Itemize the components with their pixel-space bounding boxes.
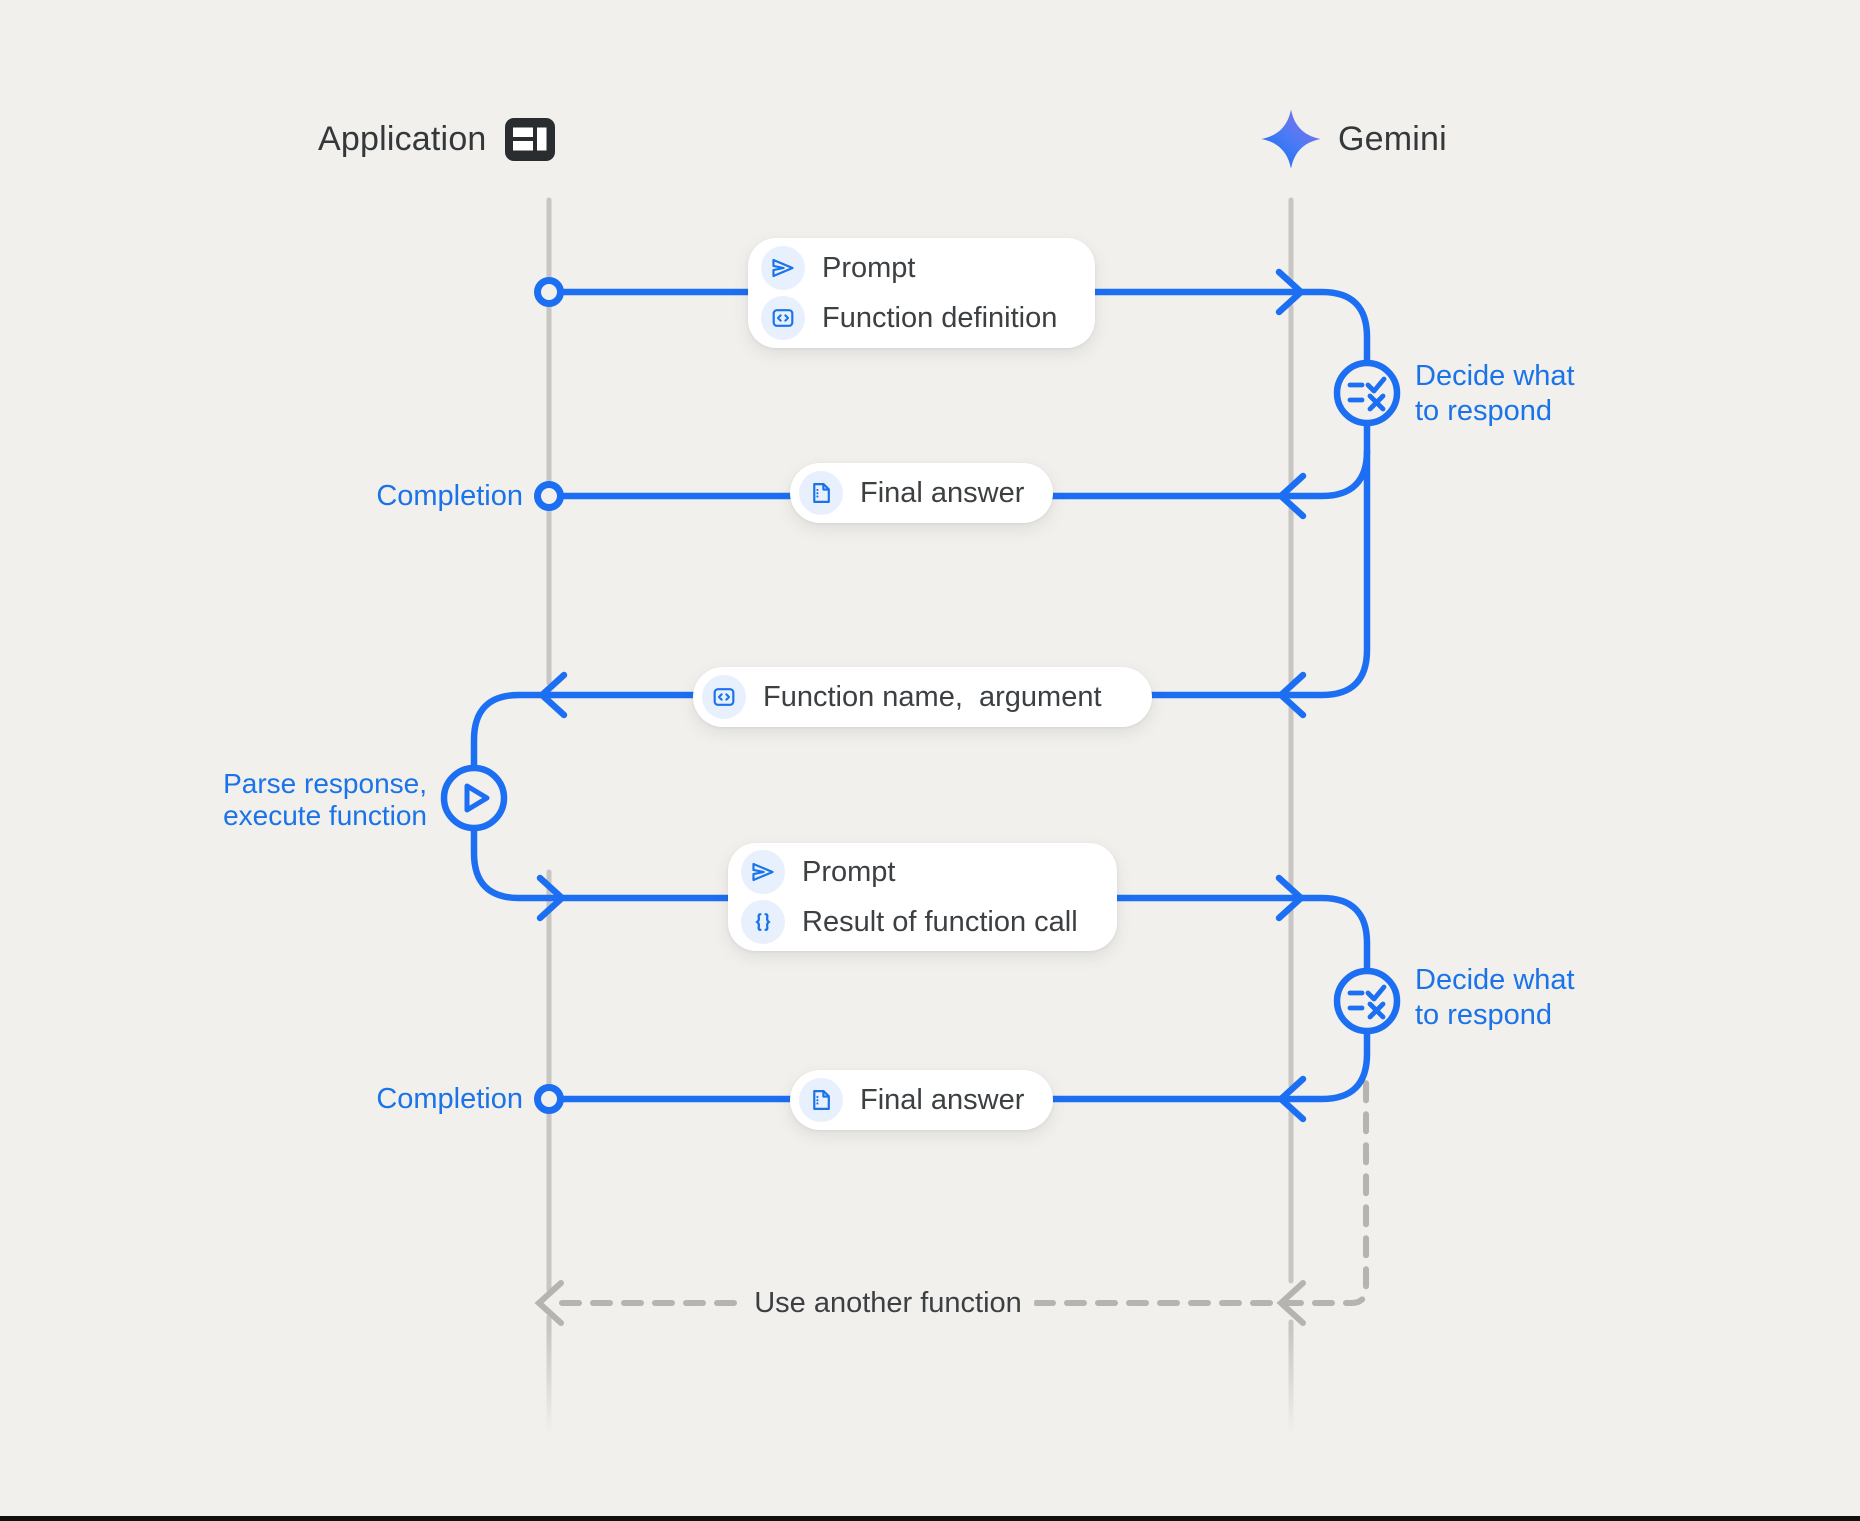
gemini-title: Gemini [1338,119,1447,158]
application-title: Application [318,120,487,158]
arrow-right-row4-gemini [1275,874,1305,922]
code-box-icon [761,296,805,340]
card-row: Final answer [790,1078,1053,1122]
gemini-sparkle-icon [1261,109,1321,169]
card-row: Function name, argument [693,675,1152,719]
card-row: Prompt [748,246,1095,290]
card-label: Result of function call [802,905,1078,938]
use-another-function-path [534,1075,1369,1326]
origin-rings [534,277,564,1114]
arrow-left-row2 [1277,472,1307,520]
card-row: Function definition [748,296,1095,340]
send-icon [761,246,805,290]
app-window-icon [504,118,555,161]
bottom-edge-bar [0,1516,1860,1521]
decide-label-1: Decide what to respond [1415,360,1575,427]
arrow-right-row4-app [536,874,566,922]
arrow-left-row5 [1277,1075,1307,1123]
arrowheads [536,268,1307,1123]
braces-icon [741,900,785,944]
card-label: Final answer [860,1083,1025,1116]
card-label: Prompt [802,855,896,888]
arrow-right-row1 [1275,268,1305,316]
card-label: Function definition [822,301,1058,334]
play-circle-icon [440,764,508,832]
message-card-final-answer-1: Final answer [790,463,1053,523]
completion-label-1: Completion [376,480,523,512]
message-card-prompt-function-definition: Prompt Function definition [748,238,1095,348]
card-row: Prompt [728,850,1117,894]
document-icon [799,1078,843,1122]
card-row: Result of function call [728,900,1117,944]
checklist-rule-icon [1333,359,1401,427]
card-row: Final answer [790,471,1053,515]
gemini-actor: Gemini [1260,108,1447,170]
arrow-left-row3-gemini [1277,671,1307,719]
checklist-rule-icon [1333,967,1401,1035]
use-another-function-label: Use another function [742,1285,1034,1321]
decide-label-2: Decide what to respond [1415,964,1575,1031]
parse-execute-label: Parse response, execute function [223,768,427,831]
code-box-icon [702,675,746,719]
card-label: Final answer [860,476,1025,509]
send-icon [741,850,785,894]
card-label: Function name, argument [763,680,1102,713]
document-icon [799,471,843,515]
card-label: Prompt [822,251,916,284]
message-card-function-name-argument: Function name, argument [693,667,1152,727]
lifeline-fade [0,1330,1860,1460]
message-card-final-answer-2: Final answer [790,1070,1053,1130]
message-card-prompt-result: Prompt Result of function call [728,843,1117,951]
application-actor: Application [318,118,555,161]
completion-label-2: Completion [376,1083,523,1115]
arrow-left-row3-app [538,671,568,719]
